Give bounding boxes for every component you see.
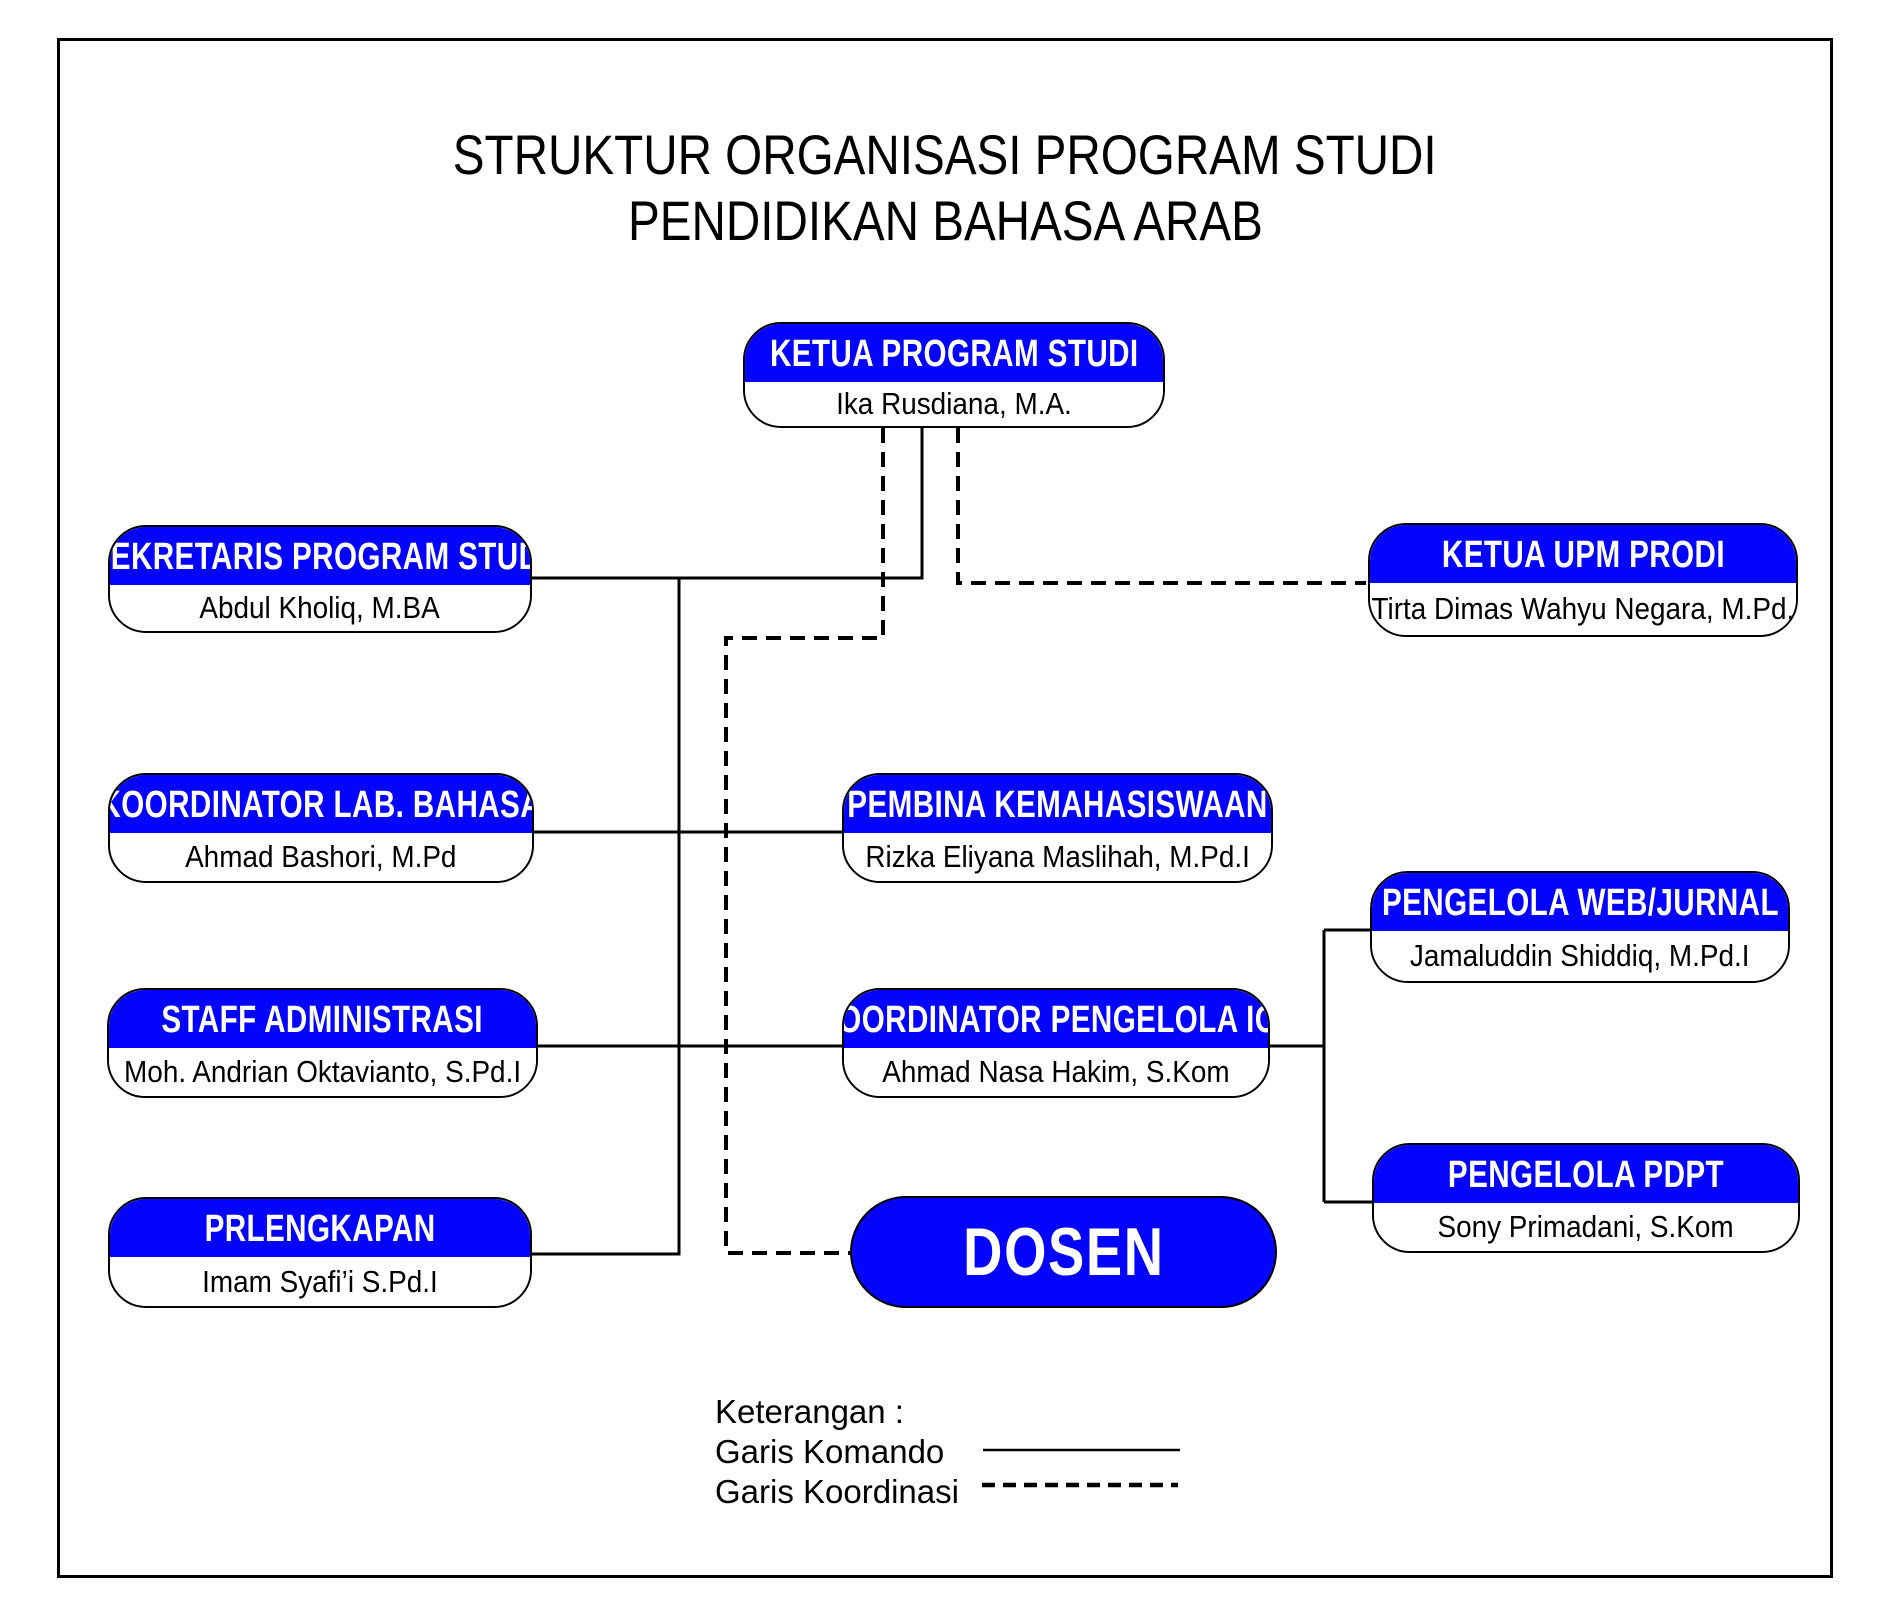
komando-bracket-ict-to-web-and-pdpt: [1268, 928, 1374, 1204]
role-label: KETUA PROGRAM STUDI: [769, 332, 1139, 375]
node-sekretaris-program-studi: SEKRETARIS PROGRAM STUDI Abdul Kholiq, M…: [108, 525, 532, 633]
legend-komando-label: Garis Komando: [715, 1433, 945, 1470]
node-staff-administrasi: STAFF ADMINISTRASI Moh. Andrian Oktavian…: [107, 988, 538, 1098]
node-prlengkapan-role-band: PRLENGKAPAN: [110, 1199, 530, 1257]
person-name: Moh. Andrian Oktavianto, S.Pd.I: [123, 1054, 522, 1089]
person-name: Ahmad Bashori, M.Pd: [185, 839, 457, 874]
node-koordinator-pengelola-ict: KOORDINATOR PENGELOLA ICT Ahmad Nasa Hak…: [842, 988, 1270, 1098]
role-label: PRLENGKAPAN: [204, 1207, 436, 1250]
role-label: KOORDINATOR PENGELOLA ICT: [844, 998, 1268, 1041]
node-upm-role-band: KETUA UPM PRODI: [1370, 525, 1796, 583]
node-koorlab-role-band: KOORDINATOR LAB. BAHASA: [110, 775, 532, 833]
koordinasi-line-ketua-to-upm: [956, 428, 1366, 585]
node-koorlab-name-band: Ahmad Bashori, M.Pd: [110, 833, 532, 881]
node-upm-name-band: Tirta Dimas Wahyu Negara, M.Pd.: [1370, 583, 1796, 635]
node-web-role-band: PENGELOLA WEB/JURNAL: [1372, 873, 1788, 931]
person-name: Ahmad Nasa Hakim, S.Kom: [882, 1054, 1230, 1089]
node-ketua-role-band: KETUA PROGRAM STUDI: [745, 324, 1163, 382]
person-name: Sony Primadani, S.Kom: [1437, 1209, 1735, 1244]
person-name: Jamaluddin Shiddiq, M.Pd.I: [1410, 938, 1750, 973]
node-pdpt-role-band: PENGELOLA PDPT: [1374, 1145, 1798, 1203]
person-name: Abdul Kholiq, M.BA: [199, 590, 441, 625]
node-koordinator-lab-bahasa: KOORDINATOR LAB. BAHASA Ahmad Bashori, M…: [108, 773, 534, 883]
outer-border: [57, 38, 1833, 1578]
role-label: KOORDINATOR LAB. BAHASA: [108, 783, 534, 826]
komando-line-ketua-to-sekretaris: [532, 428, 924, 580]
node-pdpt-name-band: Sony Primadani, S.Kom: [1374, 1203, 1798, 1251]
person-name: Tirta Dimas Wahyu Negara, M.Pd.: [1371, 591, 1795, 626]
komando-trunk-to-prlengkapan: [532, 578, 681, 1256]
role-label: PENGELOLA WEB/JURNAL: [1381, 881, 1779, 924]
role-label: KETUA UPM PRODI: [1441, 533, 1725, 576]
node-pengelola-pdpt: PENGELOLA PDPT Sony Primadani, S.Kom: [1372, 1143, 1800, 1253]
node-dosen: DOSEN: [850, 1196, 1277, 1308]
node-ketua-program-studi: KETUA PROGRAM STUDI Ika Rusdiana, M.A.: [743, 322, 1165, 428]
role-label: PENGELOLA PDPT: [1447, 1153, 1725, 1196]
title-line1-text: STRUKTUR ORGANISASI PROGRAM STUDI: [453, 123, 1437, 186]
node-ict-name-band: Ahmad Nasa Hakim, S.Kom: [844, 1048, 1268, 1096]
person-name: Rizka Eliyana Maslihah, M.Pd.I: [865, 839, 1250, 874]
node-sekretaris-role-band: SEKRETARIS PROGRAM STUDI: [110, 527, 530, 585]
node-staff-name-band: Moh. Andrian Oktavianto, S.Pd.I: [109, 1048, 536, 1096]
node-ict-role-band: KOORDINATOR PENGELOLA ICT: [844, 990, 1268, 1048]
legend: Keterangan : Garis Komando Garis Koordin…: [715, 1392, 959, 1512]
role-label: SEKRETARIS PROGRAM STUDI: [108, 535, 532, 578]
role-label: STAFF ADMINISTRASI: [161, 998, 484, 1041]
node-web-name-band: Jamaluddin Shiddiq, M.Pd.I: [1372, 931, 1788, 981]
node-staff-role-band: STAFF ADMINISTRASI: [109, 990, 536, 1048]
page-title: STRUKTUR ORGANISASI PROGRAM STUDI PENDID…: [0, 122, 1890, 254]
node-sekretaris-name-band: Abdul Kholiq, M.BA: [110, 585, 530, 631]
koordinasi-line-ketua-to-dosen: [724, 428, 885, 1255]
role-label: PEMBINA KEMAHASISWAAN: [847, 783, 1268, 826]
title-line2-text: PENDIDIKAN BAHASA ARAB: [627, 189, 1263, 252]
node-pembina-name-band: Rizka Eliyana Maslihah, M.Pd.I: [844, 833, 1271, 881]
node-pembina-kemahasiswaan: PEMBINA KEMAHASISWAAN Rizka Eliyana Masl…: [842, 773, 1273, 883]
page-title-line1: STRUKTUR ORGANISASI PROGRAM STUDI: [0, 122, 1890, 188]
node-ketua-upm-prodi: KETUA UPM PRODI Tirta Dimas Wahyu Negara…: [1368, 523, 1798, 637]
node-pengelola-web-jurnal: PENGELOLA WEB/JURNAL Jamaluddin Shiddiq,…: [1370, 871, 1790, 983]
node-pembina-role-band: PEMBINA KEMAHASISWAAN: [844, 775, 1271, 833]
person-name: Ika Rusdiana, M.A.: [836, 386, 1072, 421]
page-title-line2: PENDIDIKAN BAHASA ARAB: [0, 188, 1890, 254]
person-name: Imam Syafi’i S.Pd.I: [202, 1263, 438, 1299]
dosen-label: DOSEN: [962, 1214, 1165, 1290]
legend-heading: Keterangan :: [715, 1393, 904, 1430]
node-ketua-name-band: Ika Rusdiana, M.A.: [745, 382, 1163, 426]
legend-koordinasi-label: Garis Koordinasi: [715, 1473, 959, 1510]
node-prlengkapan-name-band: Imam Syafi’i S.Pd.I: [110, 1257, 530, 1306]
node-prlengkapan: PRLENGKAPAN Imam Syafi’i S.Pd.I: [108, 1197, 532, 1308]
